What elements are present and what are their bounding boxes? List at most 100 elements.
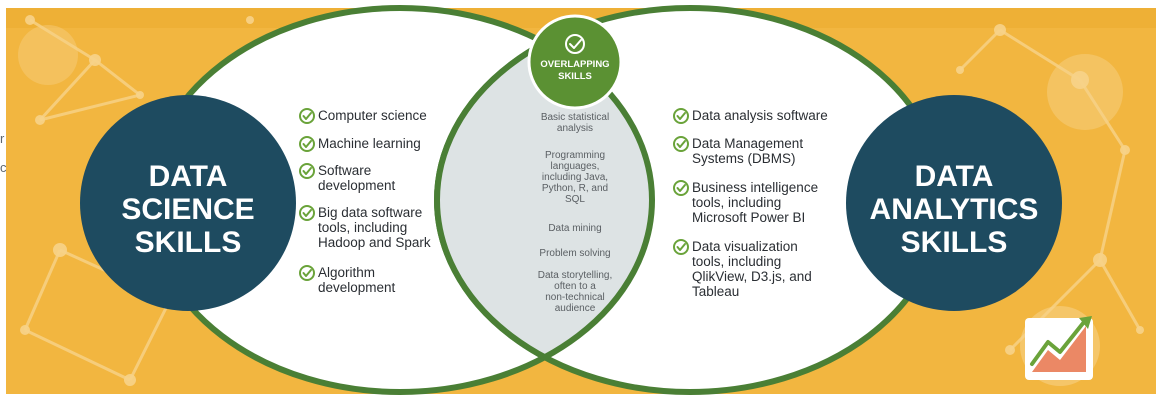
network-link — [1078, 79, 1127, 151]
network-node — [1093, 253, 1107, 267]
network-node — [20, 325, 30, 335]
data-analytics-skill: tools, including — [692, 254, 781, 269]
data-science-title-line: SCIENCE — [121, 193, 254, 226]
check-circle-icon — [299, 136, 315, 152]
overlapping-skill: SQL — [565, 194, 585, 205]
check-mark — [302, 112, 312, 120]
network-blob — [18, 25, 78, 85]
check-mark — [676, 140, 686, 148]
network-node — [124, 374, 136, 386]
data-analytics-title-line: DATA — [915, 160, 994, 193]
data-analytics-skill: Tableau — [692, 284, 739, 299]
data-science-skill: Hadoop and Spark — [318, 235, 431, 250]
check-circle-ring — [299, 108, 315, 124]
check-circle-ring — [299, 136, 315, 152]
network-link — [23, 249, 62, 331]
overlapping-skill: audience — [555, 303, 596, 314]
data-analytics-title-line: SKILLS — [901, 226, 1008, 259]
network-node — [89, 54, 101, 66]
check-circle-icon — [565, 34, 585, 54]
overlapping-skill: Python, R, and — [542, 183, 608, 194]
overlapping-skill: Problem solving — [539, 248, 610, 259]
overlapping-skill: analysis — [557, 123, 593, 134]
check-circle-icon — [673, 239, 689, 255]
overlapping-skill: Basic statistical — [541, 112, 609, 123]
check-circle-ring — [673, 239, 689, 255]
check-circle-ring — [673, 180, 689, 196]
data-science-skill: development — [318, 178, 396, 193]
check-mark — [302, 269, 312, 277]
data-science-title-line: DATA — [149, 160, 228, 193]
chart-icon-arrowhead — [1079, 316, 1092, 329]
network-link — [128, 299, 172, 381]
data-science-skill: Machine learning — [318, 136, 421, 151]
check-mark — [302, 167, 312, 175]
network-node — [25, 15, 35, 25]
network-node — [1005, 345, 1015, 355]
data-science-skill: development — [318, 280, 396, 295]
data-science-skill: Computer science — [318, 108, 427, 123]
network-node — [246, 16, 254, 24]
overlapping-skills-label: OVERLAPPING — [540, 59, 609, 70]
overlap-outline-group — [437, 8, 655, 392]
overlapping-skill: Programming — [545, 150, 605, 161]
check-circle-ring — [299, 205, 315, 221]
data-analytics-skill: Business intelligence — [692, 180, 818, 195]
network-link — [29, 18, 96, 62]
check-mark — [676, 243, 686, 251]
overlap-outline-left — [437, 8, 655, 392]
network-link — [94, 58, 141, 97]
network-node — [956, 66, 964, 74]
data-analytics-skill: Data analysis software — [692, 108, 828, 123]
network-link — [38, 58, 97, 122]
network-link — [24, 328, 131, 382]
network-link — [958, 28, 1002, 72]
check-circle-icon — [299, 265, 315, 281]
network-link — [1098, 149, 1127, 261]
data-science-skill: Algorithm — [318, 265, 375, 280]
network-link — [1098, 259, 1142, 331]
network-link — [999, 28, 1081, 82]
data-science-title-line: SKILLS — [135, 226, 242, 259]
data-analytics-skill: QlikView, D3.js, and — [692, 269, 812, 284]
data-analytics-skill: tools, including — [692, 195, 781, 210]
data-analytics-title-circle — [846, 95, 1062, 311]
edge-text-fragment: r — [0, 131, 5, 146]
data-analytics-title-line: ANALYTICS — [870, 193, 1039, 226]
data-science-skill: tools, including — [318, 220, 407, 235]
overlapping-skills-label: SKILLS — [558, 71, 592, 82]
chart-icon-line — [1030, 320, 1086, 366]
network-node — [994, 24, 1006, 36]
check-mark — [676, 112, 686, 120]
check-circle-ring — [673, 136, 689, 152]
data-analytics-skill: Systems (DBMS) — [692, 151, 796, 166]
overlapping-skill: languages, — [551, 161, 600, 172]
check-circle-ring — [673, 108, 689, 124]
data-science-skill: Big data software — [318, 205, 422, 220]
data-science-title-circle — [80, 95, 296, 311]
check-circle-icon — [673, 180, 689, 196]
check-mark — [302, 209, 312, 217]
overlapping-skill: non-technical — [545, 292, 604, 303]
check-circle-icon — [299, 108, 315, 124]
network-node — [1071, 71, 1089, 89]
network-node — [35, 115, 45, 125]
network-link — [39, 93, 141, 122]
check-circle-icon — [299, 163, 315, 179]
overlapping-skill: including Java, — [542, 172, 608, 183]
check-mark-icon — [569, 39, 582, 49]
network-node — [1120, 145, 1130, 155]
edge-text-fragment: c — [0, 160, 7, 175]
data-analytics-skill: Microsoft Power BI — [692, 210, 805, 225]
network-node — [53, 243, 67, 257]
overlapping-skill: Data mining — [548, 223, 601, 234]
data-science-skill: Software — [318, 163, 371, 178]
chart-icon-area — [1032, 326, 1086, 372]
network-node — [1136, 326, 1144, 334]
check-circle-ring — [299, 265, 315, 281]
overlap-outline-right — [434, 8, 652, 392]
check-circle-ring — [299, 163, 315, 179]
check-circle-icon — [673, 108, 689, 124]
